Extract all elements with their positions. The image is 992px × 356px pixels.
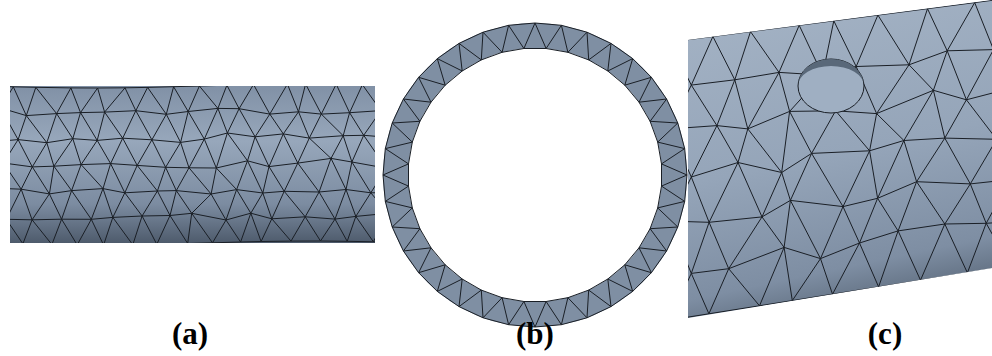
panel-label: (c) [868, 318, 902, 349]
panel-label: (a) [172, 318, 208, 349]
panel-label: (b) [516, 318, 554, 349]
tube-side-mesh [0, 84, 411, 245]
tube-hole-mesh [670, 0, 992, 320]
ring-section-mesh [383, 23, 687, 327]
